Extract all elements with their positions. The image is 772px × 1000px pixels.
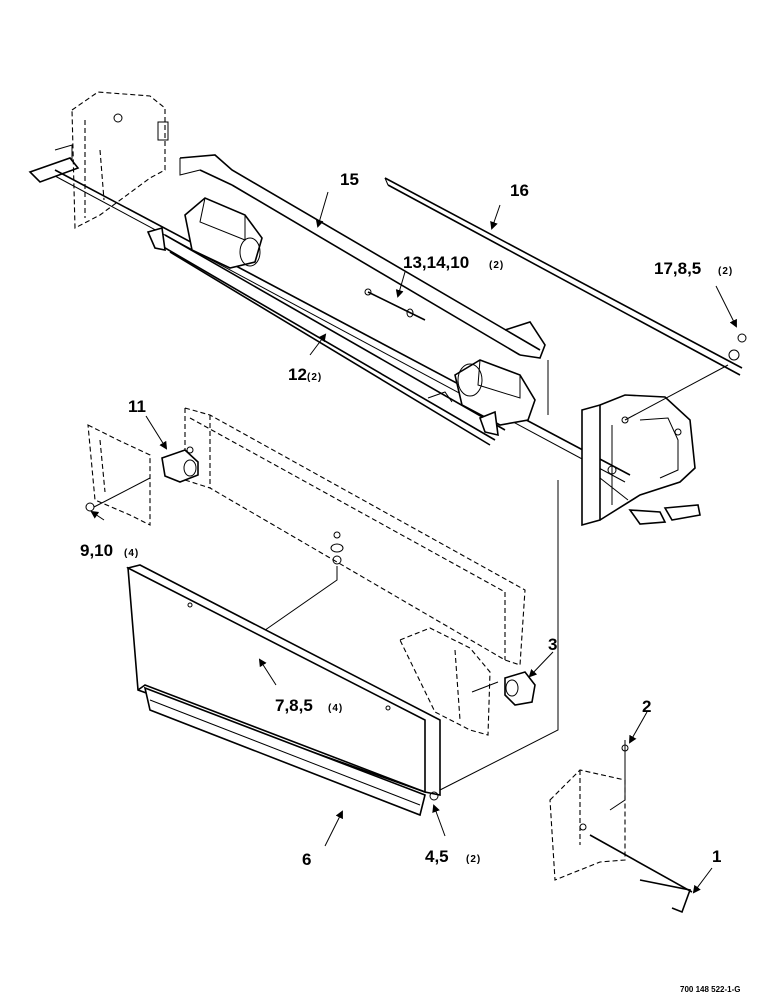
pin-bracket — [549, 740, 693, 914]
right-lower-bracket — [399, 480, 559, 736]
callout-13-qty: (2) — [489, 260, 504, 271]
nut-17 — [624, 333, 747, 421]
left-lower-bracket — [85, 424, 199, 526]
callout-7-qty: (4) — [328, 703, 343, 714]
right-upper-bracket — [581, 394, 701, 527]
callout-12-qty: (2) — [307, 372, 322, 383]
callout-17-qty: (2) — [718, 266, 733, 277]
callout-labels: 15 16 13,14,10 (2) 17,8,5 (2) 12 (2) 11 … — [80, 170, 733, 869]
roller-beam — [146, 197, 536, 446]
callout-9: 9,10 — [80, 541, 113, 560]
callout-17: 17,8,5 — [654, 259, 701, 278]
callout-1: 1 — [712, 847, 721, 866]
rod-16 — [384, 177, 743, 376]
leader-lines — [90, 191, 737, 894]
front-panel — [126, 564, 559, 817]
callout-4-qty: (2) — [466, 854, 481, 865]
callout-16: 16 — [510, 181, 529, 200]
callout-3: 3 — [548, 635, 557, 654]
figure-code: 700 148 522-1-G — [680, 985, 741, 994]
callout-11: 11 — [128, 397, 146, 416]
callout-15: 15 — [340, 170, 359, 189]
bolt-13 — [364, 288, 426, 321]
left-upper-bracket — [28, 91, 169, 229]
callout-2: 2 — [642, 697, 651, 716]
callout-13: 13,14,10 — [403, 253, 469, 272]
rear-panel — [184, 407, 526, 666]
callout-7: 7,8,5 — [275, 696, 313, 715]
cross-shaft — [54, 169, 631, 483]
callout-12: 12 — [288, 365, 307, 384]
callout-6: 6 — [302, 850, 311, 869]
callout-4: 4,5 — [425, 847, 449, 866]
upper-beam-assembly — [179, 154, 549, 415]
callout-9-qty: (4) — [124, 548, 139, 559]
